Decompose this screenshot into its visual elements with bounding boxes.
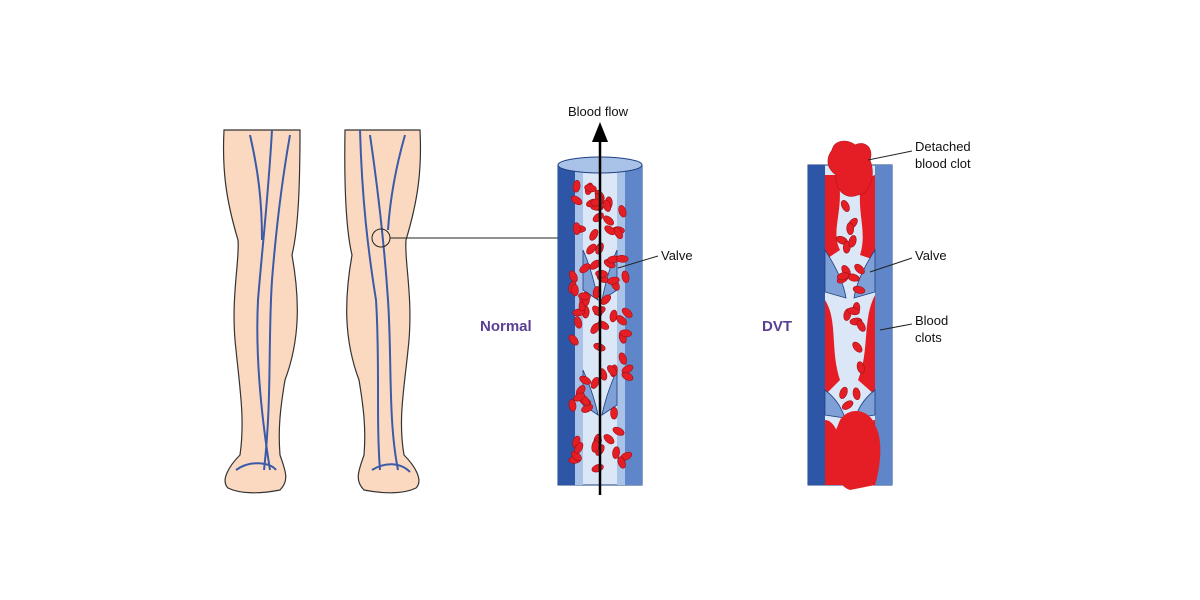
red-blood-cell	[607, 276, 620, 285]
red-blood-cell	[578, 292, 591, 301]
red-blood-cell	[579, 375, 591, 385]
red-blood-cell	[570, 195, 583, 206]
valve-pointer-normal	[617, 255, 659, 269]
red-blood-cell	[621, 307, 633, 318]
red-blood-cell	[847, 307, 860, 316]
red-blood-cell	[852, 341, 863, 353]
legs-illustration	[222, 129, 422, 494]
large-blood-clot	[830, 410, 881, 490]
red-blood-cell	[852, 285, 866, 294]
red-blood-cell	[839, 386, 848, 399]
red-blood-cell	[619, 329, 633, 338]
valve-label-normal: Valve	[661, 248, 693, 263]
red-blood-cell	[618, 205, 627, 218]
dvt-title: DVT	[762, 318, 792, 335]
red-blood-cell	[854, 263, 865, 275]
detached-clot-line1: Detached	[915, 139, 971, 154]
red-blood-cell	[572, 222, 581, 235]
red-blood-cell	[607, 365, 618, 376]
red-blood-cell	[836, 272, 850, 281]
red-blood-cell	[579, 263, 591, 274]
red-blood-cell	[586, 243, 597, 255]
red-blood-cell	[584, 184, 597, 193]
detached-clot-pointer	[867, 150, 913, 161]
blood-clots-line1: Blood	[915, 313, 949, 328]
red-blood-cell	[609, 309, 618, 323]
valve-label-dvt: Valve	[915, 248, 947, 263]
red-blood-cell	[614, 227, 623, 240]
red-blood-cell	[841, 400, 854, 410]
right-leg	[344, 129, 422, 494]
red-blood-cell	[603, 215, 614, 226]
red-blood-cell	[568, 334, 579, 346]
red-blood-cell	[602, 199, 612, 212]
valve-pointer-dvt	[869, 257, 913, 273]
red-blood-cell	[571, 450, 582, 462]
detached-clot-line2: blood clot	[915, 156, 971, 171]
red-blood-cell	[595, 270, 608, 278]
red-blood-cell	[600, 294, 612, 305]
blood-clot	[825, 175, 840, 260]
left-leg	[222, 129, 301, 494]
red-blood-cell	[571, 283, 579, 297]
red-blood-cell	[603, 434, 615, 445]
blood-flow-arrow	[592, 122, 608, 495]
red-blood-cell	[618, 352, 627, 365]
red-blood-cell	[589, 228, 599, 241]
red-blood-cell	[840, 200, 850, 212]
red-blood-cell	[621, 270, 630, 284]
red-blood-cell	[568, 399, 577, 412]
red-blood-cell	[621, 371, 634, 381]
red-blood-cell	[612, 446, 620, 459]
normal-title: Normal	[480, 318, 532, 335]
red-blood-cell	[617, 456, 626, 469]
red-blood-cell	[846, 222, 854, 235]
blood-clots-label: Blood clots	[915, 312, 948, 346]
red-blood-cell	[615, 254, 629, 263]
red-blood-cell	[610, 406, 618, 420]
red-blood-cell	[573, 392, 586, 402]
red-blood-cell	[574, 442, 584, 454]
red-blood-cell	[621, 364, 634, 374]
red-blood-cell	[612, 426, 625, 436]
blood-clots-line2: clots	[915, 330, 942, 345]
blood-clot	[859, 175, 875, 260]
red-blood-cell	[856, 320, 866, 332]
red-blood-cell	[572, 179, 581, 193]
normal-vein	[557, 156, 643, 486]
red-blood-cell	[852, 387, 861, 401]
blood-flow-label: Blood flow	[568, 104, 628, 119]
clots-pointer	[879, 323, 913, 331]
dvt-vein	[807, 140, 893, 490]
blood-clot	[825, 300, 840, 395]
red-blood-cell	[856, 361, 865, 374]
red-blood-cell	[842, 240, 851, 254]
detached-blood-clot	[827, 140, 873, 197]
red-blood-cell	[568, 270, 578, 283]
leg-veins	[235, 129, 411, 473]
red-blood-cell	[574, 316, 583, 329]
detached-clot-label: Detached blood clot	[915, 138, 971, 172]
red-blood-cell	[590, 377, 600, 389]
red-blood-cell	[848, 235, 857, 248]
